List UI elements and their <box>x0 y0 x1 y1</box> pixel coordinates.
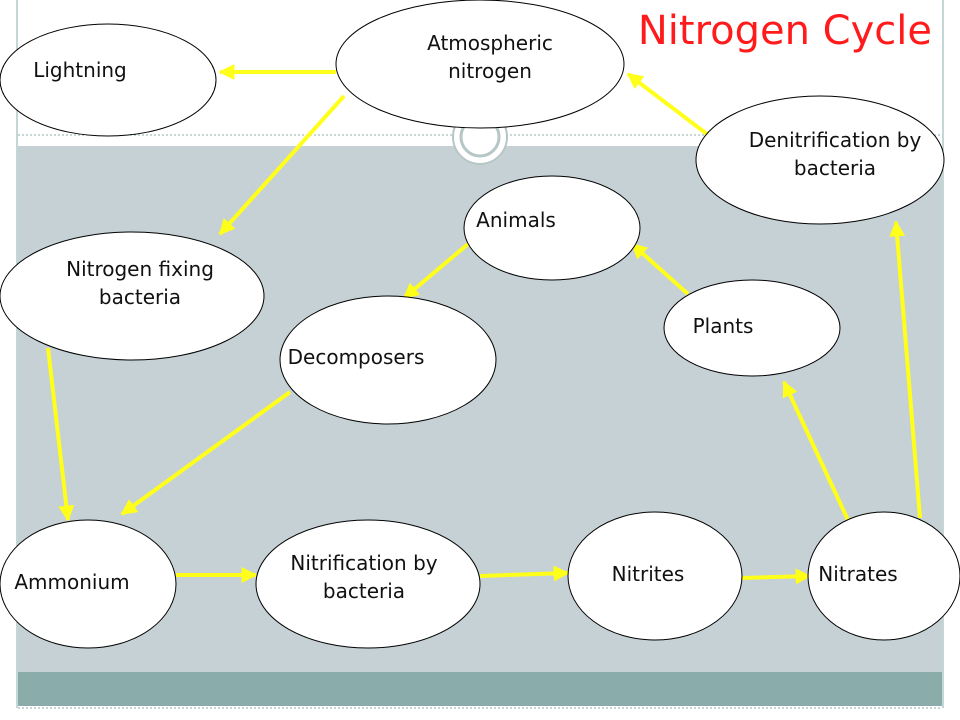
arrow-nitrification-to-nitrites <box>479 565 570 582</box>
decomposers-label: Decomposers <box>287 345 425 369</box>
nitrites-node <box>567 511 743 641</box>
lightning-node <box>0 23 217 137</box>
plants-node <box>663 279 841 377</box>
nitrogen-fixing-node <box>0 231 265 361</box>
arrow-decomposers-to-ammonium <box>120 390 292 516</box>
arrow-denitrification-to-atmospheric-nitrogen <box>626 72 722 146</box>
bottom-band <box>18 672 942 706</box>
denitrification-node <box>695 95 945 225</box>
arrow-nitrates-to-plants <box>782 380 850 521</box>
animals-node <box>463 175 641 281</box>
page-title: Nitrogen Cycle <box>637 8 932 54</box>
denitrification-label: Denitrification by bacteria <box>748 128 922 180</box>
plants-label: Plants <box>692 314 754 338</box>
lightning-label: Lightning <box>33 58 127 82</box>
ammonium-node <box>0 519 177 649</box>
atmospheric-nitrogen-node <box>335 0 625 129</box>
nitrites-label: Nitrites <box>611 562 685 586</box>
nitrification-node <box>255 519 481 649</box>
arrow-atmospheric-nitrogen-to-nitrogen-fixing <box>218 94 346 236</box>
nitrates-label: Nitrates <box>818 562 898 586</box>
edges-group <box>46 64 922 585</box>
arrow-nitrites-to-nitrates <box>741 568 812 585</box>
animals-label: Animals <box>476 208 556 232</box>
nitrates-node <box>807 511 960 641</box>
arrow-nitrogen-fixing-to-ammonium <box>46 347 75 522</box>
nitrogen-fixing-bacteria-label: Nitrogen fixing bacteria <box>66 257 214 309</box>
decomposers-node <box>279 295 497 425</box>
nitrification-label: Nitrification by bacteria <box>290 551 438 603</box>
arrow-nitrates-to-denitrification <box>889 220 922 519</box>
arrow-plants-to-animals <box>630 242 690 296</box>
atmospheric-nitrogen-label: Atmospheric nitrogen <box>427 31 553 83</box>
ammonium-label: Ammonium <box>14 570 130 594</box>
nodes-group <box>0 0 960 649</box>
arrow-animals-to-decomposers <box>402 242 470 300</box>
